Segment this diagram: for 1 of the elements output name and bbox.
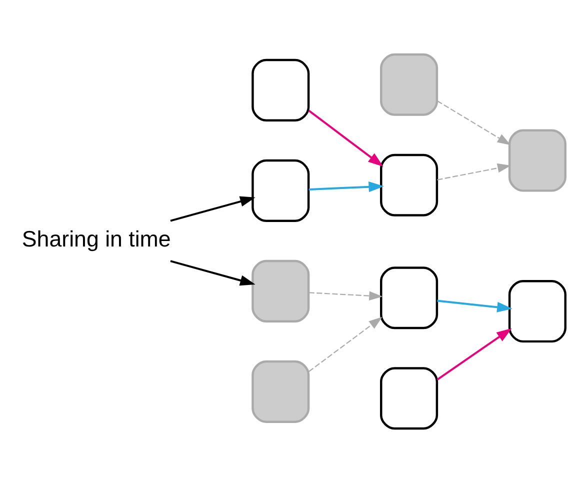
- node-text: Sharing in time: [22, 226, 171, 252]
